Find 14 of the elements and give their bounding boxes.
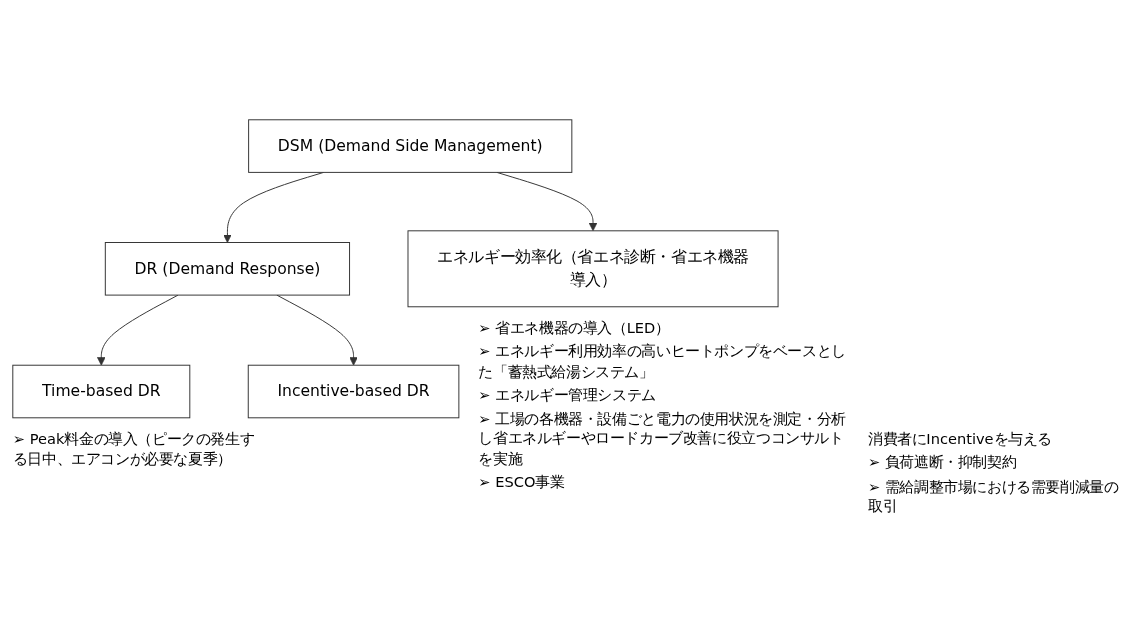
note-text: ➢ 省エネ機器の導入（LED） <box>478 318 671 338</box>
node-box: Incentive-based DR <box>247 364 460 418</box>
note-text: ➢ 需給調整市場における需要削減量の取引 <box>867 476 1120 516</box>
note-text: ➢ 工場の各機器・設備ごと電力の使用状況を測定・分析し省エネルギーやロードカーブ改善に役立つコンサルトを実施 <box>478 408 847 468</box>
node-box: DR (Demand Response) <box>104 241 351 296</box>
node-box: エネルギー効率化（省エネ診断・省エネ機器導入） <box>407 229 779 307</box>
note-text: ➢ エネルギー利用効率の高いヒートポンプをベースとした「蓄熱式給湯システム」 <box>478 341 847 382</box>
note-text: ➢ 負荷遮断・抑制契約 <box>867 452 1018 473</box>
note-text: ➢ Peak料金の導入（ピークの発生する日中、エアコンが必要な夏季） <box>12 429 256 469</box>
note-text: ➢ ESCO事業 <box>478 471 566 492</box>
node-box: Time-based DR <box>12 364 191 418</box>
note-text: ➢ エネルギー管理システム <box>478 384 657 405</box>
node-box: DSM (Demand Side Management) <box>248 118 573 173</box>
note-text: 消費者にIncentiveを与える <box>867 429 1054 449</box>
